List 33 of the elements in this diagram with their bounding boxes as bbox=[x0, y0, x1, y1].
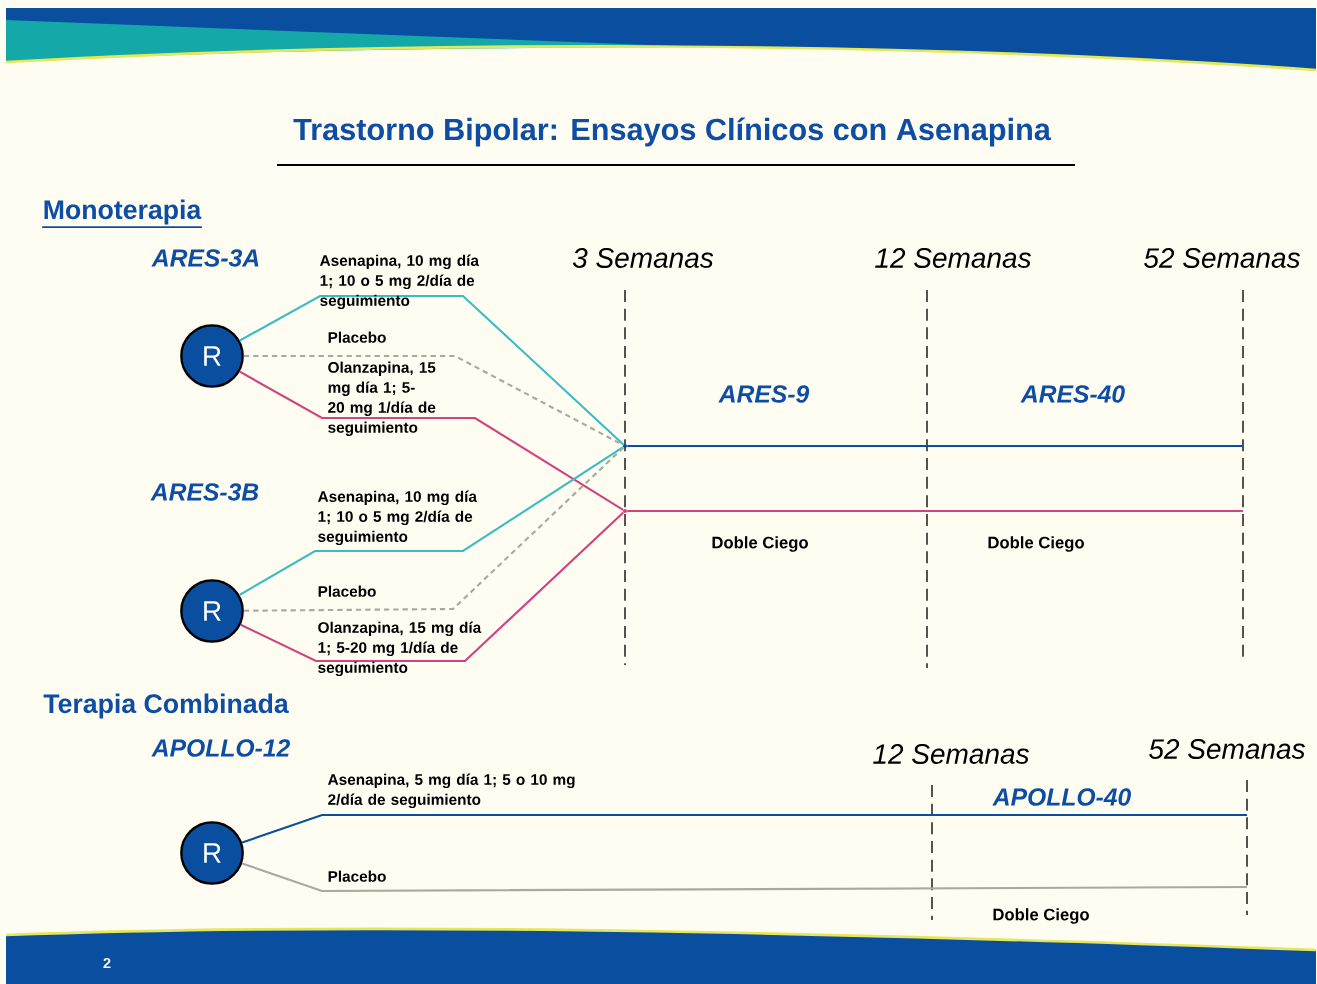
treatment-arm-line bbox=[627, 444, 1243, 448]
trial-name: ARES-3A bbox=[151, 249, 259, 267]
timepoint-label: 12 Semanas bbox=[875, 248, 1031, 268]
trial-name: APOLLO-40 bbox=[992, 788, 1131, 806]
trial-name: ARES-3B bbox=[150, 483, 259, 501]
treatment-arm-line bbox=[240, 511, 625, 663]
edge-label: Asenapina, 10 mg día 1; 10 o 5 mg 2/día de seguimiento bbox=[320, 254, 480, 310]
trial-name: ARES-40 bbox=[1020, 385, 1125, 403]
slide-title: Trastorno Bipolar: Ensayos Clínicos con Asenapina bbox=[293, 117, 1052, 147]
treatment-arm-line bbox=[239, 370, 624, 511]
edge-label: Placebo bbox=[328, 331, 386, 343]
timepoint-label: 52 Semanas bbox=[1149, 739, 1305, 759]
phase-label: Doble Ciego bbox=[988, 536, 1084, 552]
timepoint-label: 3 Semanas bbox=[572, 248, 714, 268]
trial-name: APOLLO-12 bbox=[151, 739, 290, 757]
edge-label: Olanzapina, 15 mg día 1; 5-20 mg 1/día de seguimiento bbox=[328, 361, 436, 436]
phase-label: Doble Ciego bbox=[712, 536, 808, 552]
section-heading: Monoterapia bbox=[41, 199, 203, 228]
trial-name: ARES-9 bbox=[718, 385, 810, 403]
edge-label: Placebo bbox=[318, 585, 376, 597]
timepoint-label: 12 Semanas bbox=[873, 744, 1029, 764]
timepoint-label: 52 Semanas bbox=[1144, 248, 1300, 268]
treatment-arm-line bbox=[241, 862, 1247, 893]
phase-label: Doble Ciego bbox=[993, 908, 1089, 924]
edge-label: Placebo bbox=[328, 870, 386, 882]
edge-label: Asenapina, 10 mg día 1; 10 o 5 mg 2/día de seguimiento bbox=[318, 490, 477, 546]
treatment-arm-line bbox=[239, 294, 625, 446]
treatment-arm-line bbox=[241, 813, 1247, 844]
edge-label: Olanzapina, 15 mg día 1; 5-20 mg 1/día de seguimiento bbox=[318, 621, 482, 677]
edge-label: Asenapina, 5 mg día 1; 5 o 10 mg 2/día de seguimiento bbox=[328, 773, 575, 809]
section-heading: Terapia Combinada bbox=[43, 693, 289, 719]
treatment-arm-line bbox=[627, 509, 1243, 513]
page-number: 2 bbox=[103, 957, 111, 969]
